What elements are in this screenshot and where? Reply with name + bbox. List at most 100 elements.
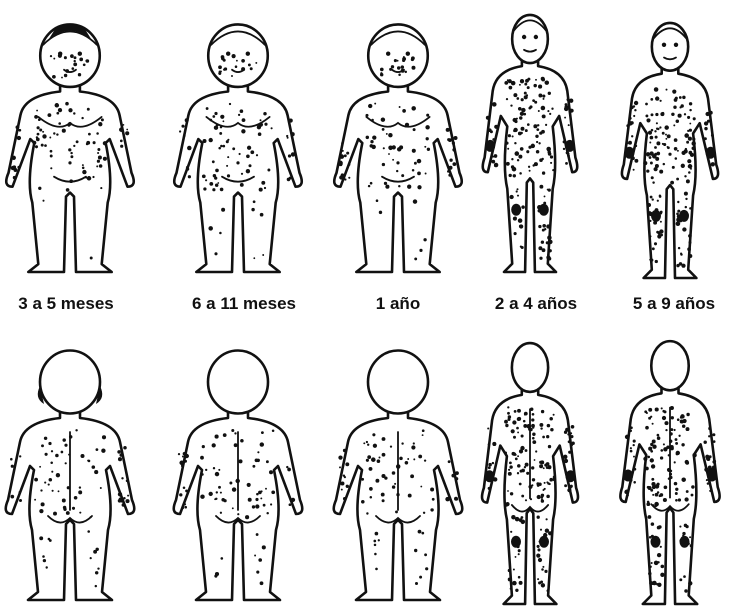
- rash-dot: [289, 119, 293, 123]
- rash-dot: [633, 169, 635, 171]
- rash-dot: [185, 118, 189, 122]
- rash-dot: [661, 565, 665, 569]
- rash-dot: [286, 466, 288, 468]
- rash-dot: [61, 77, 63, 79]
- rash-dot: [538, 246, 542, 250]
- rash-dot: [688, 254, 692, 258]
- rash-dot: [521, 127, 525, 131]
- rash-dot: [37, 126, 40, 129]
- rash-dot: [269, 470, 273, 474]
- eye-mark: [386, 52, 390, 56]
- rash-dot: [539, 464, 543, 468]
- rash-dot: [690, 544, 693, 547]
- rash-dot: [346, 152, 349, 155]
- rash-dot: [567, 433, 569, 435]
- rash-dot: [487, 427, 489, 429]
- rash-dot: [513, 569, 515, 571]
- rash-dot: [260, 497, 262, 499]
- rash-dot: [220, 145, 223, 148]
- rash-dot: [530, 407, 533, 410]
- rash-dot: [13, 168, 17, 172]
- rash-dot: [405, 71, 407, 73]
- rash-dot: [187, 146, 191, 150]
- rash-dot: [512, 167, 517, 172]
- rash-dot: [509, 462, 512, 465]
- rash-dot: [41, 502, 45, 506]
- rash-dot: [95, 585, 97, 587]
- rash-dot: [509, 174, 512, 177]
- rash-dot: [521, 98, 524, 101]
- rash-dot: [532, 478, 535, 481]
- rash-dot: [682, 532, 685, 535]
- rash-dot: [707, 482, 709, 484]
- rash-dot: [12, 156, 16, 160]
- rash-dot: [202, 445, 205, 448]
- rash-dot: [648, 417, 651, 420]
- rash-dot: [534, 459, 536, 461]
- rash-dot: [492, 156, 494, 158]
- rash-dot: [657, 526, 661, 530]
- rash-dot: [667, 146, 669, 148]
- rash-dot: [422, 434, 424, 436]
- rash-dot: [417, 159, 421, 163]
- rash-dot: [550, 162, 552, 164]
- rash-dot: [103, 141, 107, 145]
- rash-dot: [549, 113, 551, 115]
- rash-dot: [652, 581, 657, 586]
- rash-dot: [684, 175, 686, 177]
- rash-dot: [39, 509, 43, 513]
- rash-dot: [215, 435, 219, 439]
- rash-dot: [506, 98, 508, 100]
- rash-dot: [534, 101, 537, 104]
- rash-dot: [340, 481, 344, 485]
- rash-dot: [682, 96, 685, 99]
- rash-dot: [73, 112, 75, 114]
- rash-dot: [411, 106, 416, 111]
- rash-dot: [37, 133, 40, 136]
- rash-dot: [229, 103, 231, 105]
- rash-dot: [712, 465, 716, 469]
- rash-dot: [564, 484, 567, 487]
- rash-dot: [645, 103, 648, 106]
- rash-dot: [681, 443, 684, 446]
- rash-dot: [711, 134, 714, 137]
- rash-dot: [260, 213, 264, 217]
- rash-dot: [650, 259, 653, 262]
- rash-dot: [388, 153, 390, 155]
- rash-dot: [68, 108, 72, 112]
- rash-dot: [34, 499, 36, 501]
- rash-dot: [96, 132, 99, 135]
- rash-dot: [665, 134, 667, 136]
- front-view-row: [6, 15, 718, 278]
- rash-dot: [679, 526, 681, 528]
- eye-mark: [522, 35, 526, 39]
- rash-dot: [520, 245, 522, 247]
- rash-dot: [535, 450, 537, 452]
- rash-dot: [39, 536, 43, 540]
- rash-dot: [628, 121, 633, 126]
- rash-dot: [256, 459, 259, 462]
- rash-dot: [58, 54, 62, 58]
- rash-dot: [44, 437, 47, 440]
- rash-dot: [679, 106, 681, 108]
- rash-dot: [49, 539, 52, 542]
- rash-dot: [382, 499, 385, 502]
- rash-dot: [43, 559, 46, 562]
- rash-patch: [679, 210, 689, 222]
- rash-dot: [544, 228, 546, 230]
- rash-dot: [539, 257, 542, 260]
- rash-dot: [677, 201, 679, 203]
- rash-dot: [385, 185, 389, 189]
- rash-dot: [663, 163, 665, 165]
- rash-dot: [509, 195, 513, 199]
- rash-dot: [516, 190, 518, 192]
- rash-dot: [687, 247, 691, 251]
- rash-dot: [563, 140, 566, 143]
- rash-dot: [565, 162, 568, 165]
- rash-dot: [657, 234, 661, 238]
- rash-dot: [547, 424, 551, 428]
- rash-dot: [85, 177, 87, 179]
- rash-dot: [183, 452, 186, 455]
- rash-dot: [648, 408, 652, 412]
- rash-dot: [414, 257, 417, 260]
